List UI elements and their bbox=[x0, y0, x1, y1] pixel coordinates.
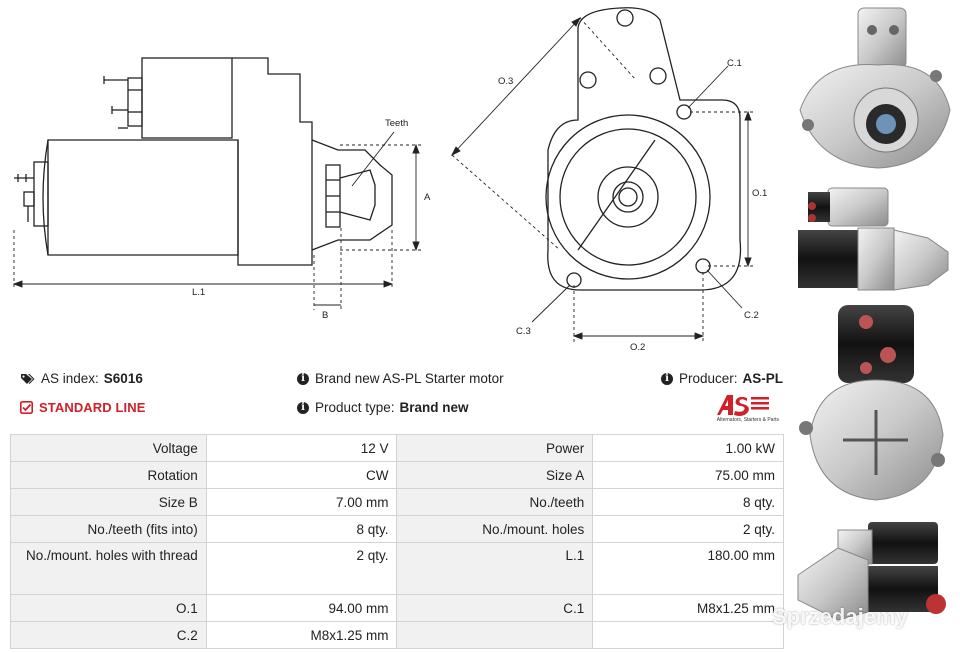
photo-front-view bbox=[799, 7, 951, 169]
spec-value: 8 qty. bbox=[592, 488, 784, 516]
logo-tagline: Alternators, Starters & Parts bbox=[716, 417, 779, 423]
label-teeth: Teeth bbox=[385, 118, 408, 129]
product-photos bbox=[797, 7, 951, 621]
spec-label: No./mount. holes bbox=[396, 515, 594, 543]
info-icon: i bbox=[297, 372, 309, 385]
as-pl-logo: Alternators, Starters & Parts bbox=[703, 393, 779, 425]
spec-label: O.1 bbox=[10, 594, 207, 622]
spec-value: 94.00 mm bbox=[205, 594, 398, 622]
spec-label: Voltage bbox=[10, 434, 207, 462]
brand-row: i Brand new AS-PL Starter motor bbox=[297, 371, 504, 386]
standard-line-label: STANDARD LINE bbox=[39, 400, 146, 415]
producer-row: i Producer: AS-PL bbox=[661, 371, 783, 386]
spec-label: L.1 bbox=[396, 542, 594, 595]
spec-value: 12 V bbox=[205, 434, 398, 462]
spec-value: 75.00 mm bbox=[592, 461, 784, 489]
label-o3: O.3 bbox=[498, 76, 513, 87]
mounting-flange bbox=[547, 7, 742, 291]
spec-label: Power bbox=[396, 434, 594, 462]
product-type-label: Product type: bbox=[315, 400, 395, 415]
as-logo-mark bbox=[717, 395, 769, 416]
photo-angled-view bbox=[797, 522, 946, 621]
motor-housing bbox=[47, 139, 239, 256]
spec-label: No./mount. holes with thread bbox=[10, 542, 207, 595]
as-index-value: S6016 bbox=[103, 371, 143, 386]
photo-side-view bbox=[798, 187, 949, 291]
spec-label: No./teeth bbox=[396, 488, 594, 516]
as-index-row: AS index: S6016 bbox=[20, 371, 143, 386]
drive-housing bbox=[232, 57, 313, 266]
solenoid-body bbox=[141, 57, 233, 139]
spec-value: 2 qty. bbox=[592, 515, 784, 543]
technical-drawing: Teeth A L.1 B O.3 C.1 O.1 C.2 C.3 O.2 bbox=[12, 7, 767, 353]
spec-value: 180.00 mm bbox=[592, 542, 784, 595]
spec-value: M8x1.25 mm bbox=[205, 621, 398, 649]
label-b: B bbox=[322, 310, 328, 321]
label-l1: L.1 bbox=[192, 287, 205, 298]
label-c3: C.3 bbox=[516, 326, 531, 337]
hole-c3 bbox=[566, 272, 582, 288]
spec-label bbox=[396, 621, 594, 649]
product-type-value: Brand new bbox=[399, 400, 469, 415]
checkbox-icon bbox=[20, 401, 33, 414]
product-type-row: i Product type: Brand new bbox=[297, 400, 469, 415]
spec-label: No./teeth (fits into) bbox=[10, 515, 207, 543]
spec-value: CW bbox=[205, 461, 398, 489]
spec-label: Rotation bbox=[10, 461, 207, 489]
brand-text: Brand new AS-PL Starter motor bbox=[315, 371, 504, 386]
label-c1: C.1 bbox=[727, 58, 742, 69]
info-icon: i bbox=[661, 372, 673, 385]
spec-label: C.1 bbox=[396, 594, 594, 622]
spec-value bbox=[592, 621, 784, 649]
spec-label: C.2 bbox=[10, 621, 207, 649]
photo-rear-view bbox=[799, 305, 945, 501]
as-index-label: AS index: bbox=[41, 371, 99, 386]
info-icon: i bbox=[297, 401, 309, 414]
spec-label: Size A bbox=[396, 461, 594, 489]
label-c2: C.2 bbox=[744, 310, 759, 321]
producer-label: Producer: bbox=[679, 371, 738, 386]
label-o2: O.2 bbox=[630, 342, 645, 353]
spec-value: 8 qty. bbox=[205, 515, 398, 543]
producer-value: AS-PL bbox=[742, 371, 784, 386]
label-o1: O.1 bbox=[752, 188, 767, 199]
spec-value: 1.00 kW bbox=[592, 434, 784, 462]
watermark: Sprzedajemy bbox=[772, 604, 908, 629]
spec-value: 7.00 mm bbox=[205, 488, 398, 516]
spec-value: M8x1.25 mm bbox=[592, 594, 784, 622]
tags-icon bbox=[21, 373, 35, 384]
spec-row: No./teeth (fits into)8 qty.No./mount. ho… bbox=[10, 515, 784, 543]
label-a: A bbox=[424, 192, 431, 203]
spec-value: 2 qty. bbox=[205, 542, 398, 595]
spec-label: Size B bbox=[10, 488, 207, 516]
standard-line-row: STANDARD LINE bbox=[20, 400, 146, 415]
